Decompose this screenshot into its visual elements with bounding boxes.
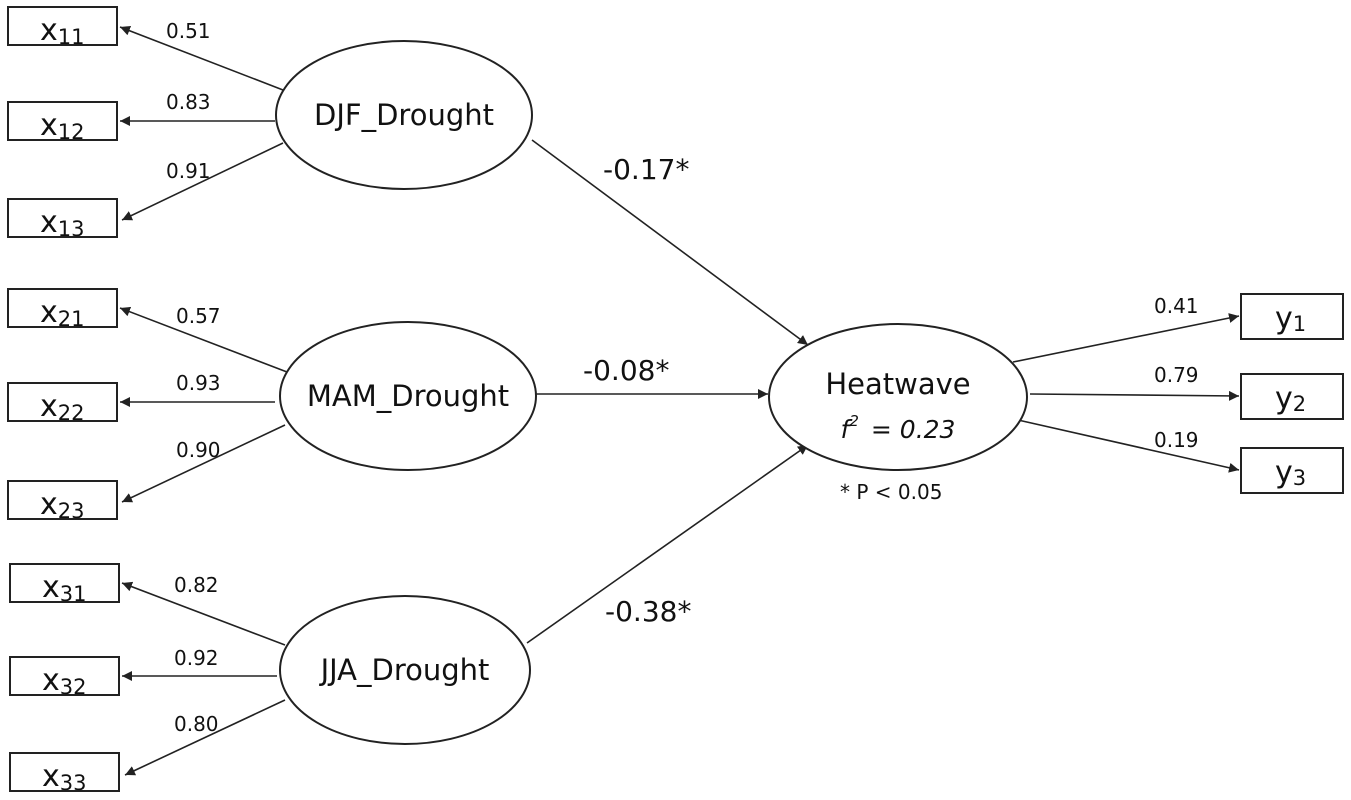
path-arrow-djf-heatwave — [531, 139, 809, 346]
indicator-box-x23: x23 — [7, 480, 118, 523]
latent-jja-drought: JJA_Drought — [279, 595, 531, 745]
svg-text:x23: x23 — [40, 487, 85, 523]
loading-arrow-x31 — [121, 581, 286, 646]
latent-label-djf: DJF_Drought — [314, 98, 494, 132]
loading-arrow-x13 — [121, 142, 284, 221]
indicator-box-x31: x31 — [9, 563, 120, 606]
loading-label-y3: 0.19 — [1154, 428, 1199, 452]
effect-size-f2: f2= 0.23 — [841, 412, 956, 444]
svg-text:x22: x22 — [40, 389, 85, 425]
latent-djf-drought: DJF_Drought — [275, 40, 533, 190]
loading-label-x13: 0.91 — [166, 159, 211, 183]
loading-arrow-y2 — [1029, 390, 1240, 401]
indicator-box-x22: x22 — [7, 382, 118, 425]
latent-label-mam: MAM_Drought — [307, 379, 509, 413]
indicator-box-x21: x21 — [7, 288, 118, 331]
latent-heatwave: Heatwave f2= 0.23 — [768, 323, 1028, 471]
svg-text:y2: y2 — [1275, 381, 1306, 416]
loading-arrow-y1 — [1012, 313, 1240, 363]
indicator-box-x11: x11 — [7, 6, 118, 49]
loading-label-x22: 0.93 — [176, 371, 221, 395]
loading-label-y2: 0.79 — [1154, 363, 1199, 387]
indicator-box-y1: y1 — [1240, 293, 1344, 340]
latent-mam-drought: MAM_Drought — [279, 321, 537, 471]
path-coef-jja: -0.38* — [605, 595, 691, 628]
loading-arrow-x23 — [121, 424, 286, 503]
svg-text:x12: x12 — [40, 108, 85, 144]
path-coef-djf: -0.17* — [603, 153, 689, 186]
svg-text:x32: x32 — [42, 663, 87, 699]
indicator-box-y3: y3 — [1240, 447, 1344, 494]
loading-label-x11: 0.51 — [166, 19, 211, 43]
svg-text:x11: x11 — [40, 13, 85, 49]
indicator-box-x32: x32 — [9, 656, 120, 699]
indicator-box-x33: x33 — [9, 752, 120, 795]
indicator-box-x13: x13 — [7, 198, 118, 241]
latent-label-jja: JJA_Drought — [319, 653, 490, 687]
loading-arrow-y3 — [1017, 419, 1240, 473]
loading-label-x21: 0.57 — [176, 304, 221, 328]
indicator-box-y2: y2 — [1240, 373, 1344, 420]
svg-text:x31: x31 — [42, 570, 87, 606]
loading-label-x12: 0.83 — [166, 90, 211, 114]
latent-label-heatwave: Heatwave — [825, 367, 970, 401]
loading-label-y1: 0.41 — [1154, 294, 1199, 318]
loading-label-x33: 0.80 — [174, 712, 219, 736]
path-arrow-jja-heatwave — [526, 444, 809, 644]
loading-arrow-x21 — [119, 306, 288, 373]
loading-label-x23: 0.90 — [176, 438, 221, 462]
svg-text:y1: y1 — [1275, 301, 1306, 336]
loading-label-x32: 0.92 — [174, 646, 219, 670]
loading-arrow-x11 — [119, 25, 284, 91]
svg-text:x21: x21 — [40, 295, 85, 331]
svg-text:x13: x13 — [40, 205, 85, 241]
loading-arrow-x33 — [124, 699, 286, 776]
svg-text:x33: x33 — [42, 759, 87, 795]
svg-text:y3: y3 — [1275, 455, 1306, 490]
indicator-box-x12: x12 — [7, 101, 118, 144]
loading-label-x31: 0.82 — [174, 573, 219, 597]
path-coef-mam: -0.08* — [583, 354, 669, 387]
significance-note: * P < 0.05 — [840, 480, 942, 504]
